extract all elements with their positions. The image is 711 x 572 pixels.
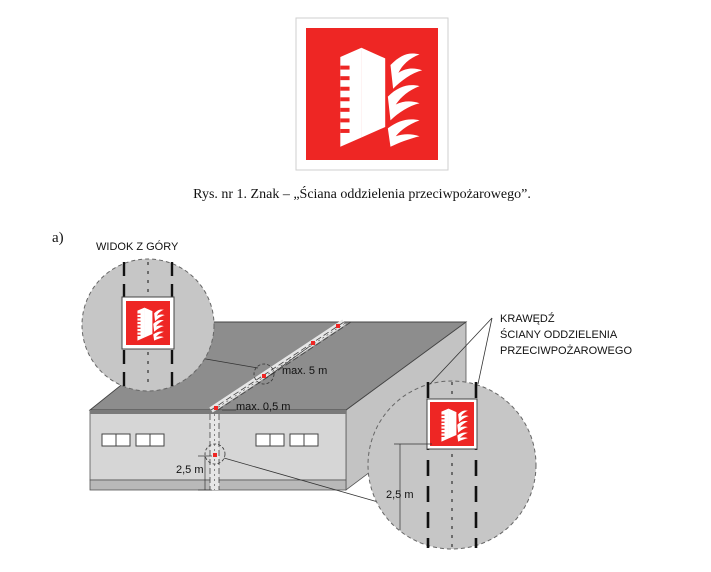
zoom-height-label: 2,5 m xyxy=(386,489,414,501)
facade-focus-circle xyxy=(204,443,226,465)
max-spacing-label: max. 5 m xyxy=(282,365,327,377)
edge-label-line3: PRZECIWPOŻAROWEGO xyxy=(500,344,632,357)
top-view-zoom xyxy=(81,258,215,392)
roof-focus-circle xyxy=(253,363,275,385)
facade-zoom: 2,5 m xyxy=(367,380,537,550)
panel-label: a) xyxy=(52,230,64,246)
windows-left xyxy=(101,433,165,447)
figure-caption: Rys. nr 1. Znak – „Ściana oddzielenia pr… xyxy=(193,185,531,202)
roof-separation-line xyxy=(209,319,352,413)
edge-label-line1: KRAWĘDŹ xyxy=(500,312,555,325)
windows-right xyxy=(255,433,319,447)
top-view-label: WIDOK Z GÓRY xyxy=(96,240,179,253)
facade-separation-line xyxy=(209,414,220,490)
edge-label-line2: ŚCIANY ODDZIELENIA xyxy=(500,328,618,341)
building-height-label: 2,5 m xyxy=(176,464,204,476)
max-offset-label: max. 0,5 m xyxy=(236,401,290,413)
fire-separation-wall-sign xyxy=(295,17,449,171)
